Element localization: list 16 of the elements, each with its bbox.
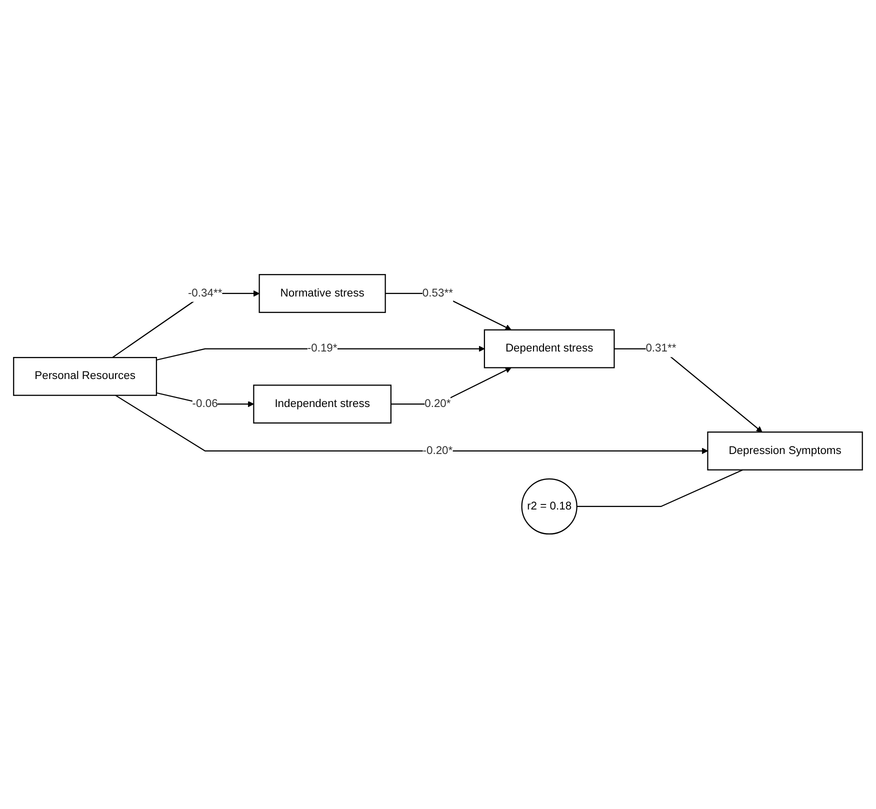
edge-label: 0.53** — [422, 287, 453, 300]
node-box: Personal Resources — [13, 357, 158, 396]
edge-label: -0.19* — [307, 342, 338, 355]
arrow — [115, 395, 708, 454]
edge-label: 0.31** — [646, 342, 676, 355]
node-box: Independent stress — [253, 384, 392, 424]
edge-label: -0.06 — [192, 398, 218, 410]
node-box: Normative stress — [258, 274, 386, 314]
edge-label: -0.34** — [188, 287, 222, 300]
arrow — [156, 346, 485, 361]
connector — [576, 470, 744, 508]
edge-label: 0.20* — [424, 398, 451, 410]
node-box: Dependent stress — [484, 330, 615, 368]
edge-label: -0.20* — [422, 444, 453, 457]
node-circle: r2 = 0.18 — [521, 478, 578, 535]
node-box: Depression Symptoms — [707, 432, 863, 471]
